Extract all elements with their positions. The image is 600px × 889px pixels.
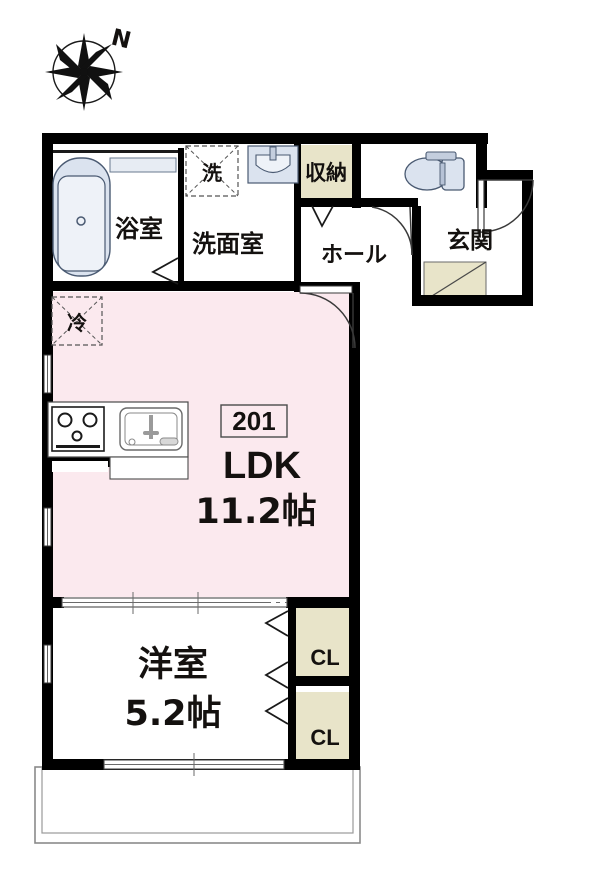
bedroom-size-label: 5.2帖 [124,694,221,734]
balcony-sliding-door[interactable] [103,753,285,776]
unit-number-label: 201 [232,406,275,436]
storage-floor [300,145,352,205]
entrance-door[interactable] [477,179,534,233]
balcony [34,766,361,844]
gas-stove-icon [51,406,105,452]
bathtub-icon [52,157,111,277]
entrance-step-line [423,261,487,302]
bedroom-floor [48,608,288,760]
room-label-closet-lower: CL [310,725,339,750]
refrigerator-icon [51,296,103,346]
closet-upper-floor [296,608,353,676]
kitchen-counter [47,401,189,480]
closet-middle-door[interactable] [264,661,289,689]
closet-upper-door[interactable] [264,610,289,637]
refrigerator-label: 冷 [67,311,87,335]
sliding-door-ldk-bedroom[interactable] [61,592,288,614]
toilet-door[interactable] [371,206,413,256]
room-label-bath: 浴室 [115,215,163,243]
closet-lower-door[interactable] [264,697,289,725]
storage-door[interactable] [311,205,334,228]
room-label-ldk: LDK [223,445,302,487]
room-label-entrance: 玄関 [447,227,493,254]
room-label-washroom: 洗面室 [192,230,264,258]
vanity-sink-icon [247,145,299,184]
washer-label: 洗 [202,161,222,185]
kitchen-sink-icon [119,407,183,451]
washing-machine-icon [185,145,239,197]
washroom-door[interactable] [151,257,179,285]
compass-north-label: N [109,25,134,55]
bath-shelf [109,157,177,173]
room-label-storage: 収納 [305,161,347,185]
room-label-closet-upper: CL [310,645,339,670]
ldk-door[interactable] [299,285,356,349]
toilet-icon [404,151,465,191]
room-label-hall: ホール [321,243,387,268]
unit-number-badge [220,404,288,438]
room-label-bedroom: 洋室 [138,644,208,685]
windows [43,354,52,684]
closet-lower-floor [296,692,353,760]
ldk-size-label: 11.2帖 [195,492,316,532]
compass-rose-icon [45,33,123,111]
